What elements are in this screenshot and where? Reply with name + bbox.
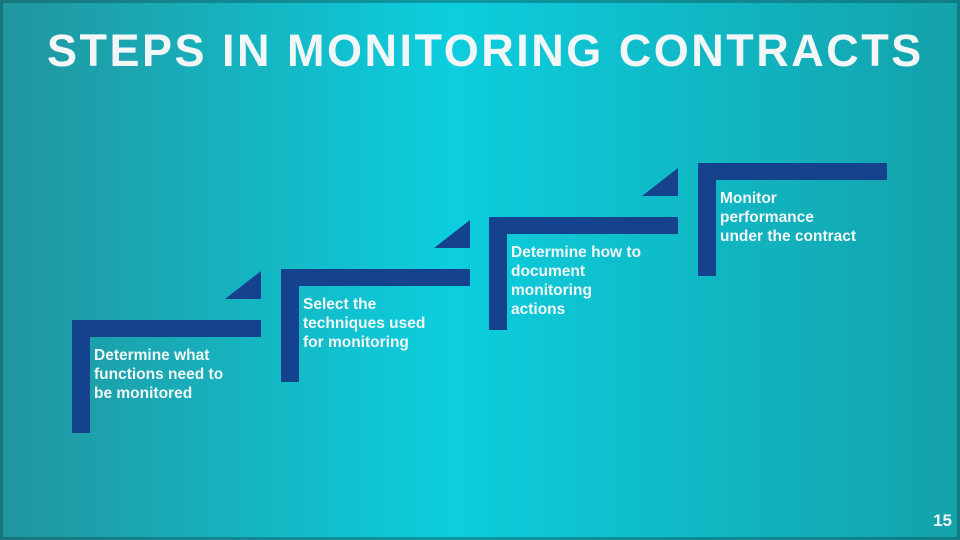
- step-up-triangle-icon: [434, 220, 470, 248]
- step-vertical-bar: [698, 163, 716, 276]
- slide-title: STEPS IN MONITORING CONTRACTS: [47, 25, 924, 76]
- step-vertical-bar: [489, 217, 507, 330]
- step-label: Determine what functions need to be moni…: [94, 347, 224, 402]
- step-horizontal-bar: [281, 269, 470, 286]
- step-label: Monitor performance under the contract: [720, 190, 857, 245]
- step-horizontal-bar: [698, 163, 887, 180]
- step-horizontal-bar: [72, 320, 261, 337]
- page-number: 15: [933, 511, 952, 530]
- step-horizontal-bar: [489, 217, 678, 234]
- step-up-triangle-icon: [225, 271, 261, 299]
- step-vertical-bar: [281, 269, 299, 382]
- step-label: Determine how to document monitoring act…: [511, 244, 642, 318]
- step-vertical-bar: [72, 320, 90, 433]
- step-label: Select the techniques used for monitorin…: [303, 296, 426, 351]
- step-up-triangle-icon: [642, 168, 678, 196]
